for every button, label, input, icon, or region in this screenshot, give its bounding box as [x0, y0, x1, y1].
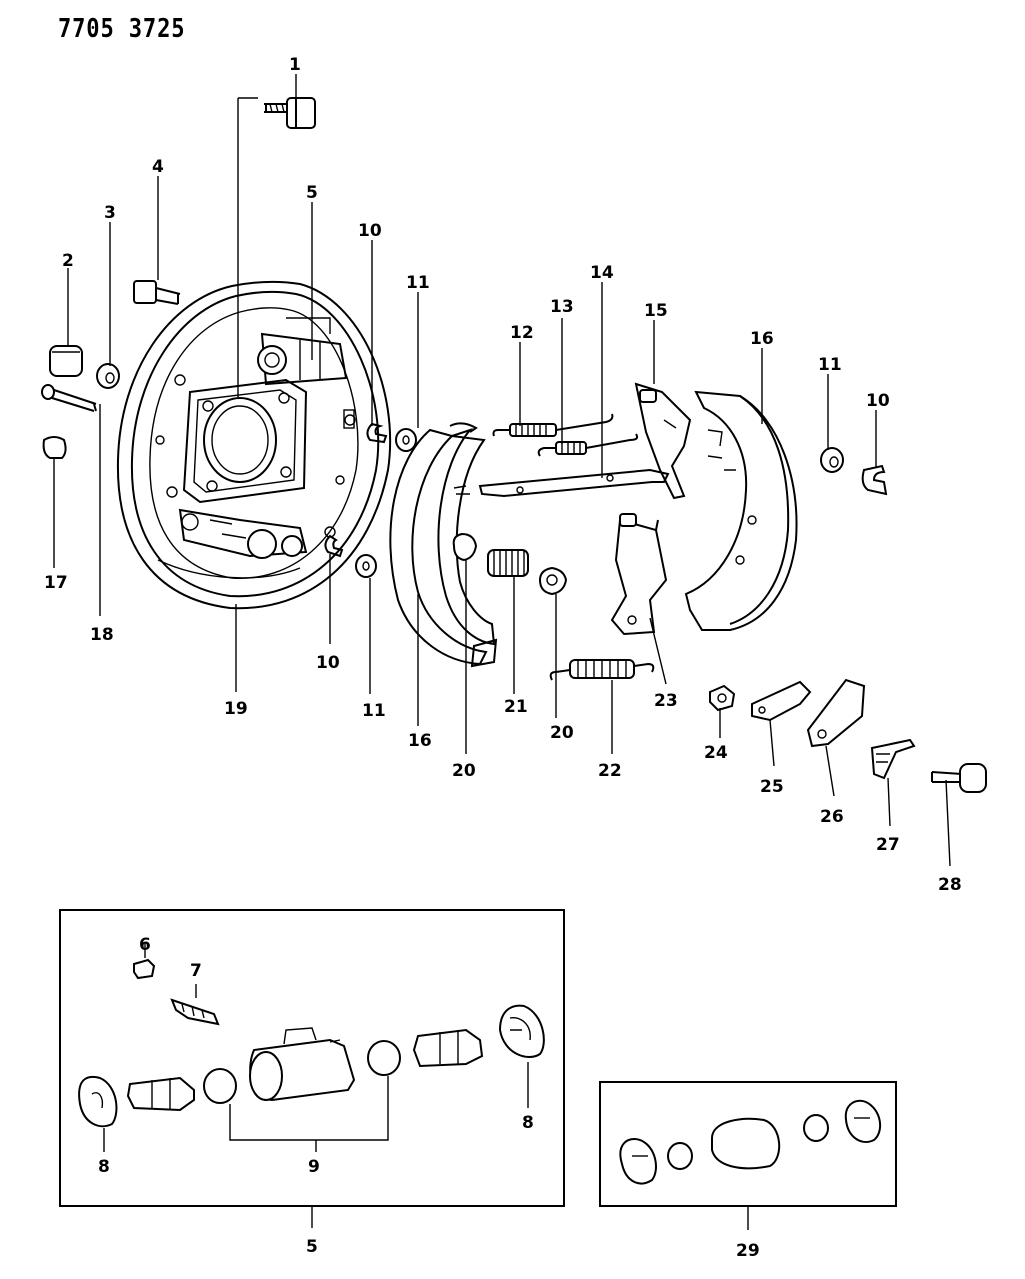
part-bolt-1 [264, 97, 316, 129]
part-spring-clip-27 [870, 738, 916, 780]
callout-26: 26 [820, 807, 844, 827]
part-bleeder-4 [133, 280, 181, 305]
repair-kit-box [599, 1081, 897, 1207]
callout-24: 24 [704, 743, 728, 763]
callout-14: 14 [590, 263, 614, 283]
part-lever-15 [634, 382, 692, 500]
part-washer-11-lower [355, 554, 377, 578]
callout-11-top: 11 [406, 273, 430, 293]
part-brake-shoe-16-left [389, 422, 498, 668]
callout-11-bottom: 11 [362, 701, 386, 721]
part-clip-10-lower [324, 534, 344, 558]
callout-20-left: 20 [452, 761, 476, 781]
part-spring-21 [487, 549, 529, 577]
callout-1: 1 [289, 55, 301, 75]
callout-29: 29 [736, 1241, 760, 1261]
callout-5-top: 5 [306, 183, 318, 203]
part-cup-17 [42, 436, 67, 459]
part-washer-3 [96, 363, 120, 389]
callout-6: 6 [139, 935, 151, 955]
callout-5-bottom: 5 [306, 1237, 318, 1257]
part-pin-18 [41, 384, 97, 412]
callout-19: 19 [224, 699, 248, 719]
part-cap-2 [49, 345, 83, 377]
part-clip-10-upper [366, 422, 388, 444]
callout-18: 18 [90, 625, 114, 645]
part-strut-14 [478, 468, 670, 498]
callout-25: 25 [760, 777, 784, 797]
part-retainer-20-left [452, 532, 478, 562]
part-nut-24 [709, 684, 736, 712]
part-bracket-26 [806, 678, 866, 748]
callout-11-right: 11 [818, 355, 842, 375]
part-brake-shoe-16-right [684, 390, 798, 631]
leader-lines [53, 74, 951, 867]
callout-3: 3 [104, 203, 116, 223]
callout-22: 22 [598, 761, 622, 781]
callout-16-top: 16 [750, 329, 774, 349]
diagram-reference-code: 7705 3725 [58, 14, 186, 44]
part-washer-11-right [820, 447, 844, 473]
callout-13: 13 [550, 297, 574, 317]
part-parking-lever-23 [610, 513, 668, 636]
callout-17: 17 [44, 573, 68, 593]
callout-9: 9 [308, 1157, 320, 1177]
callout-10-bottom: 10 [316, 653, 340, 673]
callout-2: 2 [62, 251, 74, 271]
part-washer-11-upper [395, 428, 417, 452]
callout-15: 15 [644, 301, 668, 321]
part-spring-12 [492, 413, 614, 437]
callout-28: 28 [938, 875, 962, 895]
callout-4: 4 [152, 157, 164, 177]
part-spring-22 [549, 659, 655, 681]
callout-20-right: 20 [550, 723, 574, 743]
callout-16-bottom: 16 [408, 731, 432, 751]
callout-23: 23 [654, 691, 678, 711]
part-backing-plate-19 [116, 280, 392, 610]
callout-10-right: 10 [866, 391, 890, 411]
callout-7: 7 [190, 961, 202, 981]
part-spring-13 [537, 433, 639, 457]
part-retainer-20-right [538, 566, 568, 596]
callout-27: 27 [876, 835, 900, 855]
part-adjuster-25 [751, 680, 812, 722]
callout-12: 12 [510, 323, 534, 343]
callout-10-top: 10 [358, 221, 382, 241]
part-clip-10-right [861, 464, 888, 496]
callout-8-left: 8 [98, 1157, 110, 1177]
callout-8-right: 8 [522, 1113, 534, 1133]
part-pin-28 [931, 763, 987, 793]
callout-labels: 1 2 3 4 5 10 11 12 13 14 15 16 11 10 17 … [44, 55, 962, 1261]
callout-21: 21 [504, 697, 528, 717]
